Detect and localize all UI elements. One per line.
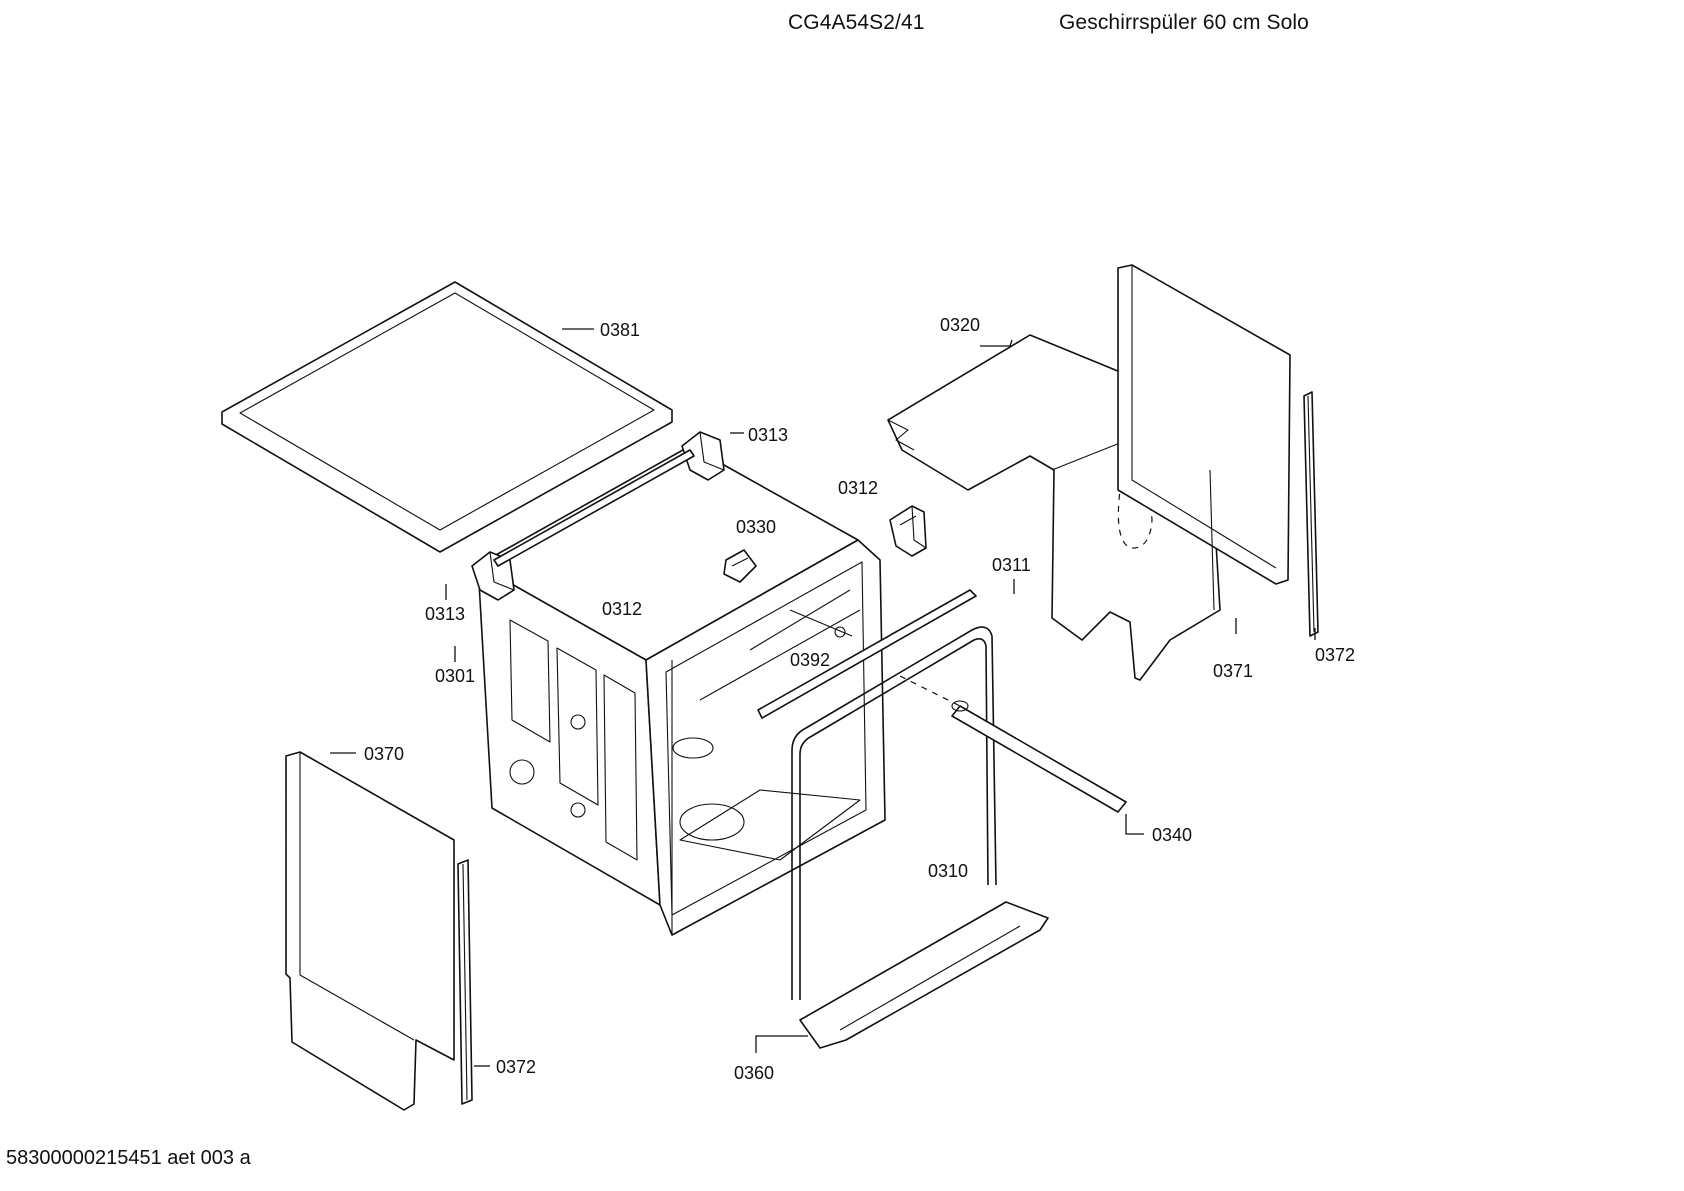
callout-0320: 0320 — [940, 315, 980, 335]
callout-0371: 0371 — [1213, 661, 1253, 681]
part-top-bracket-right — [681, 431, 725, 481]
part-door-seal — [791, 626, 997, 1000]
callout-0313-upper: 0313 — [748, 425, 788, 445]
callout-0370: 0370 — [364, 744, 404, 764]
callout-0310: 0310 — [928, 861, 968, 881]
model-number: CG4A54S2/41 — [788, 11, 925, 34]
part-worktop-cover — [221, 281, 673, 553]
callout-0311: 0311 — [992, 555, 1031, 575]
part-side-panel-right — [1117, 264, 1291, 611]
callout-0312-lower: 0312 — [602, 599, 642, 619]
part-side-strip-left — [457, 859, 473, 1105]
callout-0340: 0340 — [1152, 825, 1192, 845]
part-side-clip — [889, 505, 927, 557]
callout-0313-lower: 0313 — [425, 604, 465, 624]
callout-0392: 0392 — [790, 650, 830, 670]
part-top-bracket-left — [471, 551, 515, 601]
part-side-panel-left — [285, 751, 455, 1111]
callout-0372-right: 0372 — [1315, 645, 1355, 665]
callout-0372-left: 0372 — [496, 1057, 536, 1077]
document-id: 58300000215451 aet 003 a — [6, 1147, 251, 1169]
leader-lines — [330, 328, 1316, 1067]
part-base-plinth — [799, 901, 1049, 1049]
callout-labels: 0381 0313 0313 0312 0312 0330 0301 0320 … — [364, 315, 1355, 1083]
callout-0312-upper: 0312 — [838, 478, 878, 498]
callout-0330: 0330 — [736, 517, 776, 537]
callout-0381: 0381 — [600, 320, 640, 340]
part-base-bracket — [789, 609, 853, 638]
callout-0360: 0360 — [734, 1063, 774, 1083]
callout-0301: 0301 — [435, 666, 475, 686]
part-rail-top — [493, 449, 695, 567]
part-cross-bar — [899, 675, 1127, 813]
appliance-description: Geschirrspüler 60 cm Solo — [1059, 11, 1309, 34]
part-side-strip-right — [1303, 391, 1319, 637]
part-door-top-rail — [757, 589, 977, 719]
part-cabinet-tub — [477, 445, 886, 936]
part-top-clip — [723, 549, 757, 583]
